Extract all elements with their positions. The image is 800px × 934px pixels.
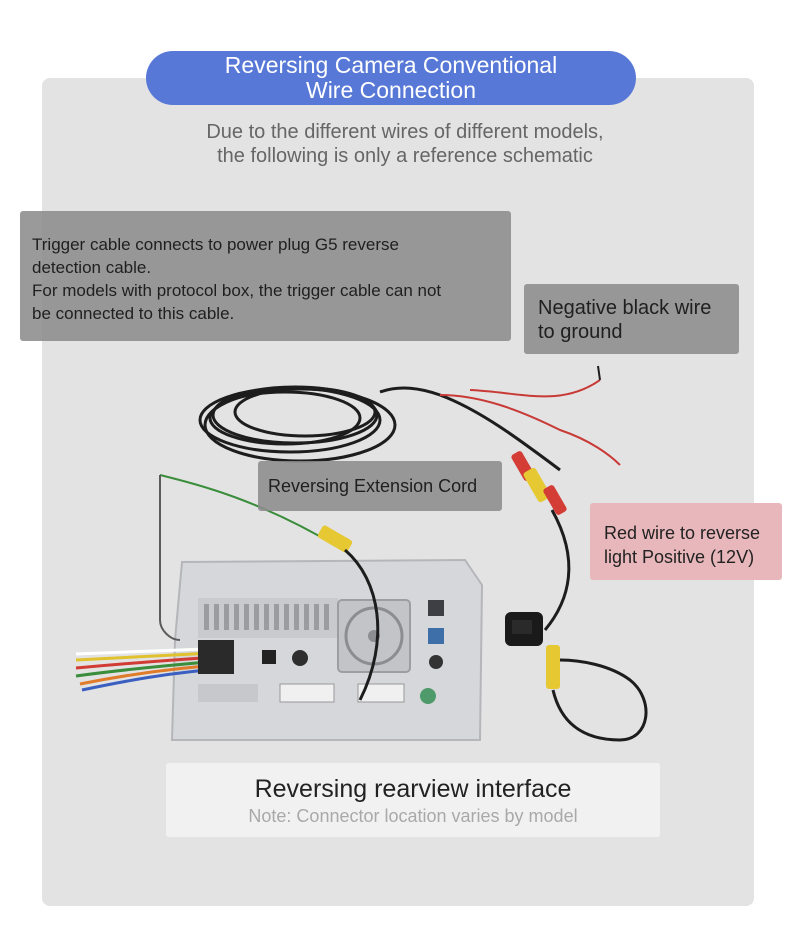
trigger-line-3: For models with protocol box, the trigge… [32,281,442,300]
power-wires [439,365,621,466]
trigger-line-4: be connected to this cable. [32,304,235,323]
negative-line-1: Negative black wire [538,297,712,319]
head-unit [170,558,484,741]
interface-title: Reversing rearview interface [254,775,572,803]
trigger-line-2: detection cable. [32,258,152,277]
negative-wire-callout: Negative black wire to ground [524,284,739,354]
trigger-line-1: Trigger cable connects to power plug G5 … [32,235,399,254]
rca-connectors [159,451,571,701]
interface-note: Note: Connector location varies by model [248,806,578,826]
subtitle-line-1: Due to the different wires of different … [206,121,604,143]
red-wire-line-1: Red wire to reverse [604,523,761,543]
reversing-camera [505,612,648,742]
subtitle-line-2: the following is only a reference schema… [217,145,593,167]
trigger-cable-callout: Trigger cable connects to power plug G5 … [20,211,511,341]
red-wire-callout: Red wire to reverse light Positive (12V) [590,503,782,580]
extension-label: Reversing Extension Cord [268,476,478,496]
page-subtitle: Due to the different wires of different … [150,120,660,168]
power-harness [75,640,234,692]
extension-cord-coil [198,385,561,472]
red-wire-line-2: light Positive (12V) [604,547,755,567]
rearview-interface-callout: Reversing rearview interface Note: Conne… [166,763,660,837]
title-line-1: Reversing Camera Conventional [224,52,558,78]
negative-line-2: to ground [538,321,623,343]
extension-cord-callout: Reversing Extension Cord [258,461,502,511]
title-line-2: Wire Connection [305,77,477,103]
page-title: Reversing Camera Conventional Wire Conne… [146,51,636,105]
